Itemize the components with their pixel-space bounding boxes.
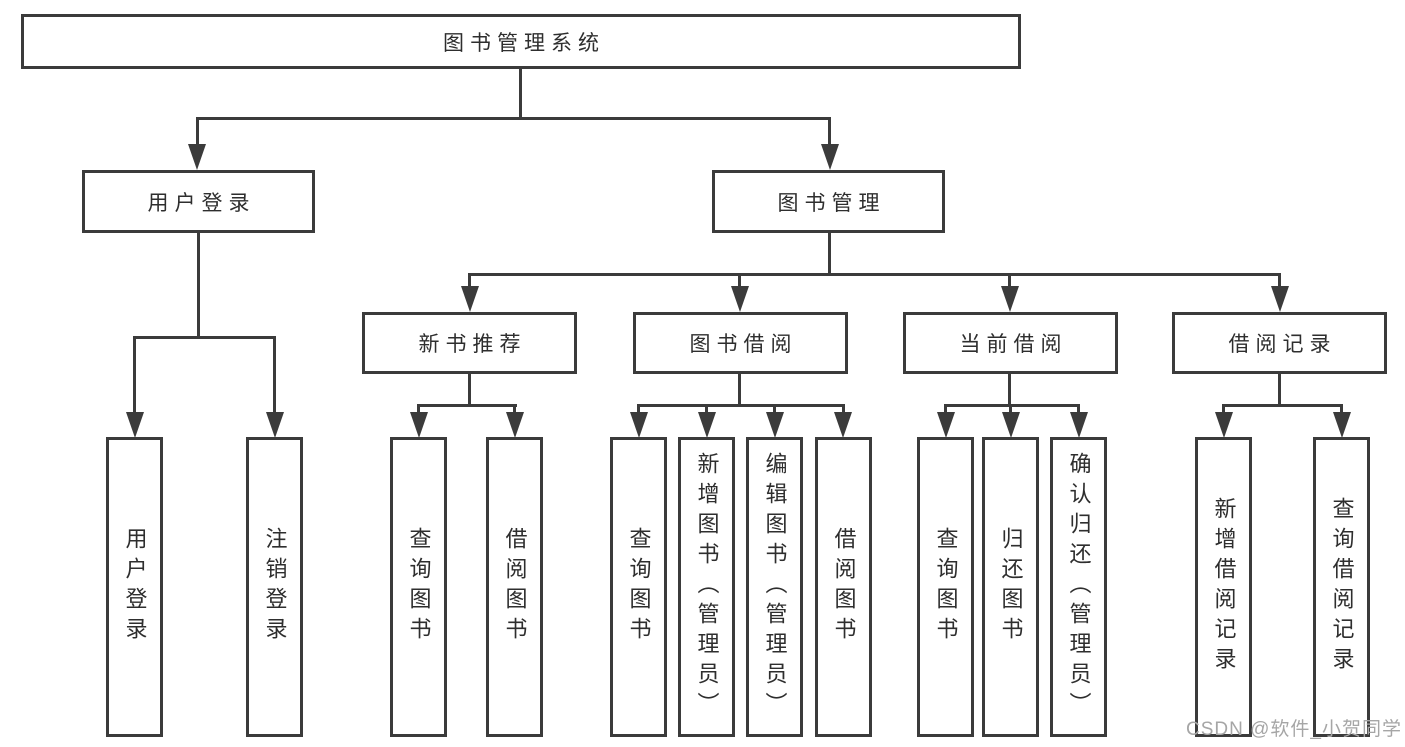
connector-user-login-stem bbox=[197, 233, 200, 336]
connector-book-management-drop-1 bbox=[468, 273, 471, 288]
node-borrow-record: 借阅记录 bbox=[1172, 312, 1387, 374]
node-library-management-system-label: 图书管理系统 bbox=[443, 31, 605, 55]
connector-record-stem bbox=[1278, 374, 1281, 405]
connector-borrow-stem bbox=[738, 374, 741, 405]
arrowhead-down-icon bbox=[630, 412, 648, 438]
leaf-recommend-query-books-label: 查询图书 bbox=[406, 527, 432, 647]
arrowhead-down-icon bbox=[188, 144, 206, 170]
arrowhead-down-icon bbox=[1215, 412, 1233, 438]
leaf-query-borrow-record: 查询借阅记录 bbox=[1313, 437, 1370, 737]
connector-book-management-drop-2 bbox=[738, 273, 741, 288]
connector-recommend-drop-1 bbox=[417, 404, 420, 414]
node-library-management-system: 图书管理系统 bbox=[21, 14, 1021, 69]
arrowhead-down-icon bbox=[766, 412, 784, 438]
connector-recommend-stem bbox=[468, 374, 471, 405]
leaf-current-query-books-label: 查询图书 bbox=[933, 527, 959, 647]
csdn-watermark: CSDN @软件_小贺同学 bbox=[1186, 719, 1402, 740]
leaf-logout: 注销登录 bbox=[246, 437, 303, 737]
connector-user-login-drop-right bbox=[273, 336, 276, 414]
connector-current-drop-3 bbox=[1077, 404, 1080, 414]
leaf-user-login: 用户登录 bbox=[106, 437, 163, 737]
connector-root-drop-left bbox=[196, 117, 199, 149]
connector-current-drop-2 bbox=[1009, 404, 1012, 414]
arrowhead-down-icon bbox=[1333, 412, 1351, 438]
node-book-borrow-label: 图书借阅 bbox=[689, 333, 798, 356]
connector-record-drop-1 bbox=[1222, 404, 1225, 414]
connector-user-login-rail bbox=[134, 336, 276, 339]
node-book-management-label: 图书管理 bbox=[777, 191, 886, 215]
connector-record-rail bbox=[1223, 404, 1343, 407]
leaf-return-books-label: 归还图书 bbox=[998, 527, 1024, 647]
leaf-borrow-query-books: 查询图书 bbox=[610, 437, 667, 737]
connector-book-management-drop-3 bbox=[1008, 273, 1011, 288]
leaf-recommend-borrow-books-label: 借阅图书 bbox=[502, 527, 528, 647]
leaf-borrow-query-books-label: 查询图书 bbox=[626, 527, 652, 647]
connector-borrow-drop-1 bbox=[637, 404, 640, 414]
connector-book-management-rail bbox=[469, 273, 1281, 276]
leaf-confirm-return-admin: 确认归还（管理员） bbox=[1050, 437, 1107, 737]
node-current-borrow: 当前借阅 bbox=[903, 312, 1118, 374]
leaf-user-login-label: 用户登录 bbox=[122, 527, 148, 647]
arrowhead-down-icon bbox=[266, 412, 284, 438]
connector-book-management-stem bbox=[828, 233, 831, 273]
connector-recommend-drop-2 bbox=[513, 404, 516, 414]
node-borrow-record-label: 借阅记录 bbox=[1228, 333, 1337, 356]
leaf-query-borrow-record-label: 查询借阅记录 bbox=[1329, 497, 1355, 677]
connector-current-drop-1 bbox=[944, 404, 947, 414]
leaf-borrow-books-label: 借阅图书 bbox=[831, 527, 857, 647]
arrowhead-down-icon bbox=[821, 144, 839, 170]
leaf-return-books: 归还图书 bbox=[982, 437, 1039, 737]
connector-borrow-drop-2 bbox=[705, 404, 708, 414]
connector-root-rail bbox=[197, 117, 831, 120]
connector-current-rail bbox=[945, 404, 1080, 407]
node-book-management: 图书管理 bbox=[712, 170, 945, 233]
node-user-login-label: 用户登录 bbox=[147, 191, 256, 215]
leaf-add-borrow-record-label: 新增借阅记录 bbox=[1211, 497, 1237, 677]
node-user-login: 用户登录 bbox=[82, 170, 315, 233]
connector-book-management-drop-4 bbox=[1278, 273, 1281, 288]
connector-root-drop-right bbox=[828, 117, 831, 149]
arrowhead-down-icon bbox=[126, 412, 144, 438]
leaf-add-books-admin-label: 新增图书（管理员） bbox=[694, 452, 720, 722]
leaf-logout-label: 注销登录 bbox=[262, 527, 288, 647]
arrowhead-down-icon bbox=[461, 286, 479, 312]
arrowhead-down-icon bbox=[410, 412, 428, 438]
leaf-edit-books-admin: 编辑图书（管理员） bbox=[746, 437, 803, 737]
node-current-borrow-label: 当前借阅 bbox=[959, 333, 1068, 356]
node-new-book-recommend-label: 新书推荐 bbox=[418, 333, 527, 356]
leaf-recommend-query-books: 查询图书 bbox=[390, 437, 447, 737]
leaf-current-query-books: 查询图书 bbox=[917, 437, 974, 737]
arrowhead-down-icon bbox=[506, 412, 524, 438]
connector-recommend-rail bbox=[418, 404, 517, 407]
node-book-borrow: 图书借阅 bbox=[633, 312, 848, 374]
connector-root-stem bbox=[519, 69, 522, 117]
leaf-borrow-books: 借阅图书 bbox=[815, 437, 872, 737]
connector-user-login-drop-left bbox=[133, 336, 136, 414]
leaf-confirm-return-admin-label: 确认归还（管理员） bbox=[1066, 452, 1092, 722]
connector-borrow-drop-3 bbox=[773, 404, 776, 414]
connector-record-drop-2 bbox=[1340, 404, 1343, 414]
connector-borrow-drop-4 bbox=[842, 404, 845, 414]
arrowhead-down-icon bbox=[731, 286, 749, 312]
connector-borrow-rail bbox=[638, 404, 845, 407]
arrowhead-down-icon bbox=[937, 412, 955, 438]
arrowhead-down-icon bbox=[1002, 412, 1020, 438]
arrowhead-down-icon bbox=[1271, 286, 1289, 312]
leaf-add-borrow-record: 新增借阅记录 bbox=[1195, 437, 1252, 737]
leaf-add-books-admin: 新增图书（管理员） bbox=[678, 437, 735, 737]
arrowhead-down-icon bbox=[1070, 412, 1088, 438]
leaf-recommend-borrow-books: 借阅图书 bbox=[486, 437, 543, 737]
leaf-edit-books-admin-label: 编辑图书（管理员） bbox=[762, 452, 788, 722]
arrowhead-down-icon bbox=[698, 412, 716, 438]
node-new-book-recommend: 新书推荐 bbox=[362, 312, 577, 374]
connector-current-stem bbox=[1008, 374, 1011, 405]
arrowhead-down-icon bbox=[1001, 286, 1019, 312]
arrowhead-down-icon bbox=[834, 412, 852, 438]
